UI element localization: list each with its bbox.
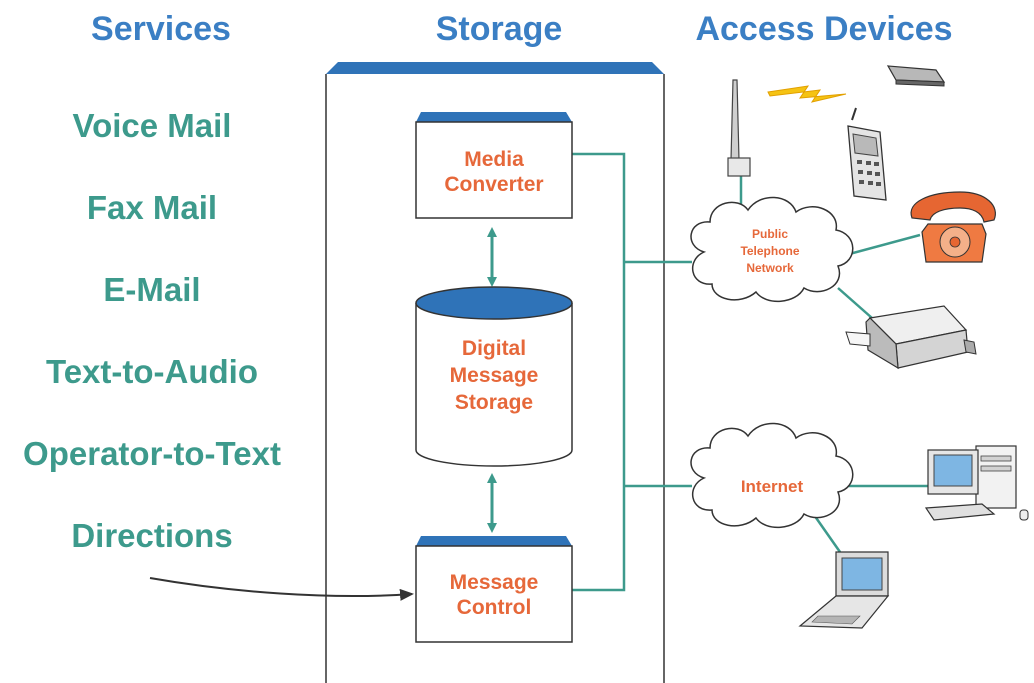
internet-cloud: Internet	[690, 422, 854, 529]
pstn-label-line2: Telephone	[740, 244, 799, 258]
rotary-phone-icon	[910, 191, 996, 263]
services-header: Services	[91, 10, 231, 48]
media-converter-label-line1: Media	[464, 148, 524, 171]
internet-label: Internet	[741, 477, 804, 496]
service-operator-to-text: Operator-to-Text	[23, 435, 281, 472]
mobile-phone-icon	[847, 107, 887, 201]
media-converter-label-line2: Converter	[444, 173, 543, 196]
desktop-computer-icon	[924, 445, 1029, 521]
pstn-label-line3: Network	[746, 261, 794, 275]
service-text-to-audio: Text-to-Audio	[46, 353, 258, 390]
digital-message-storage-cylinder: Digital Message Storage	[415, 286, 573, 467]
antenna-icon	[727, 79, 751, 177]
storage-container	[325, 62, 665, 683]
lightning-icon	[767, 85, 847, 103]
media-converter-box: Media Converter	[415, 112, 573, 219]
service-voice-mail: Voice Mail	[73, 107, 232, 144]
storage-label-line1: Digital	[462, 337, 526, 360]
pager-icon	[886, 65, 946, 87]
service-e-mail: E-Mail	[103, 271, 200, 308]
public-telephone-network-cloud: Public Telephone Network	[690, 196, 854, 303]
fax-machine-icon	[845, 305, 977, 370]
laptop-icon	[798, 551, 890, 629]
directions-arrow	[149, 577, 414, 601]
connector-lines	[572, 152, 930, 592]
storage-label-line3: Storage	[455, 391, 533, 414]
service-directions: Directions	[71, 517, 232, 554]
message-control-box: Message Control	[415, 536, 573, 643]
storage-header: Storage	[436, 10, 563, 48]
pstn-label-line1: Public	[752, 227, 788, 241]
message-control-label-line1: Message	[450, 571, 539, 594]
message-control-label-line2: Control	[457, 596, 532, 619]
access-devices-header: Access Devices	[695, 10, 952, 48]
storage-label-line2: Message	[450, 364, 539, 387]
service-fax-mail: Fax Mail	[87, 189, 217, 226]
